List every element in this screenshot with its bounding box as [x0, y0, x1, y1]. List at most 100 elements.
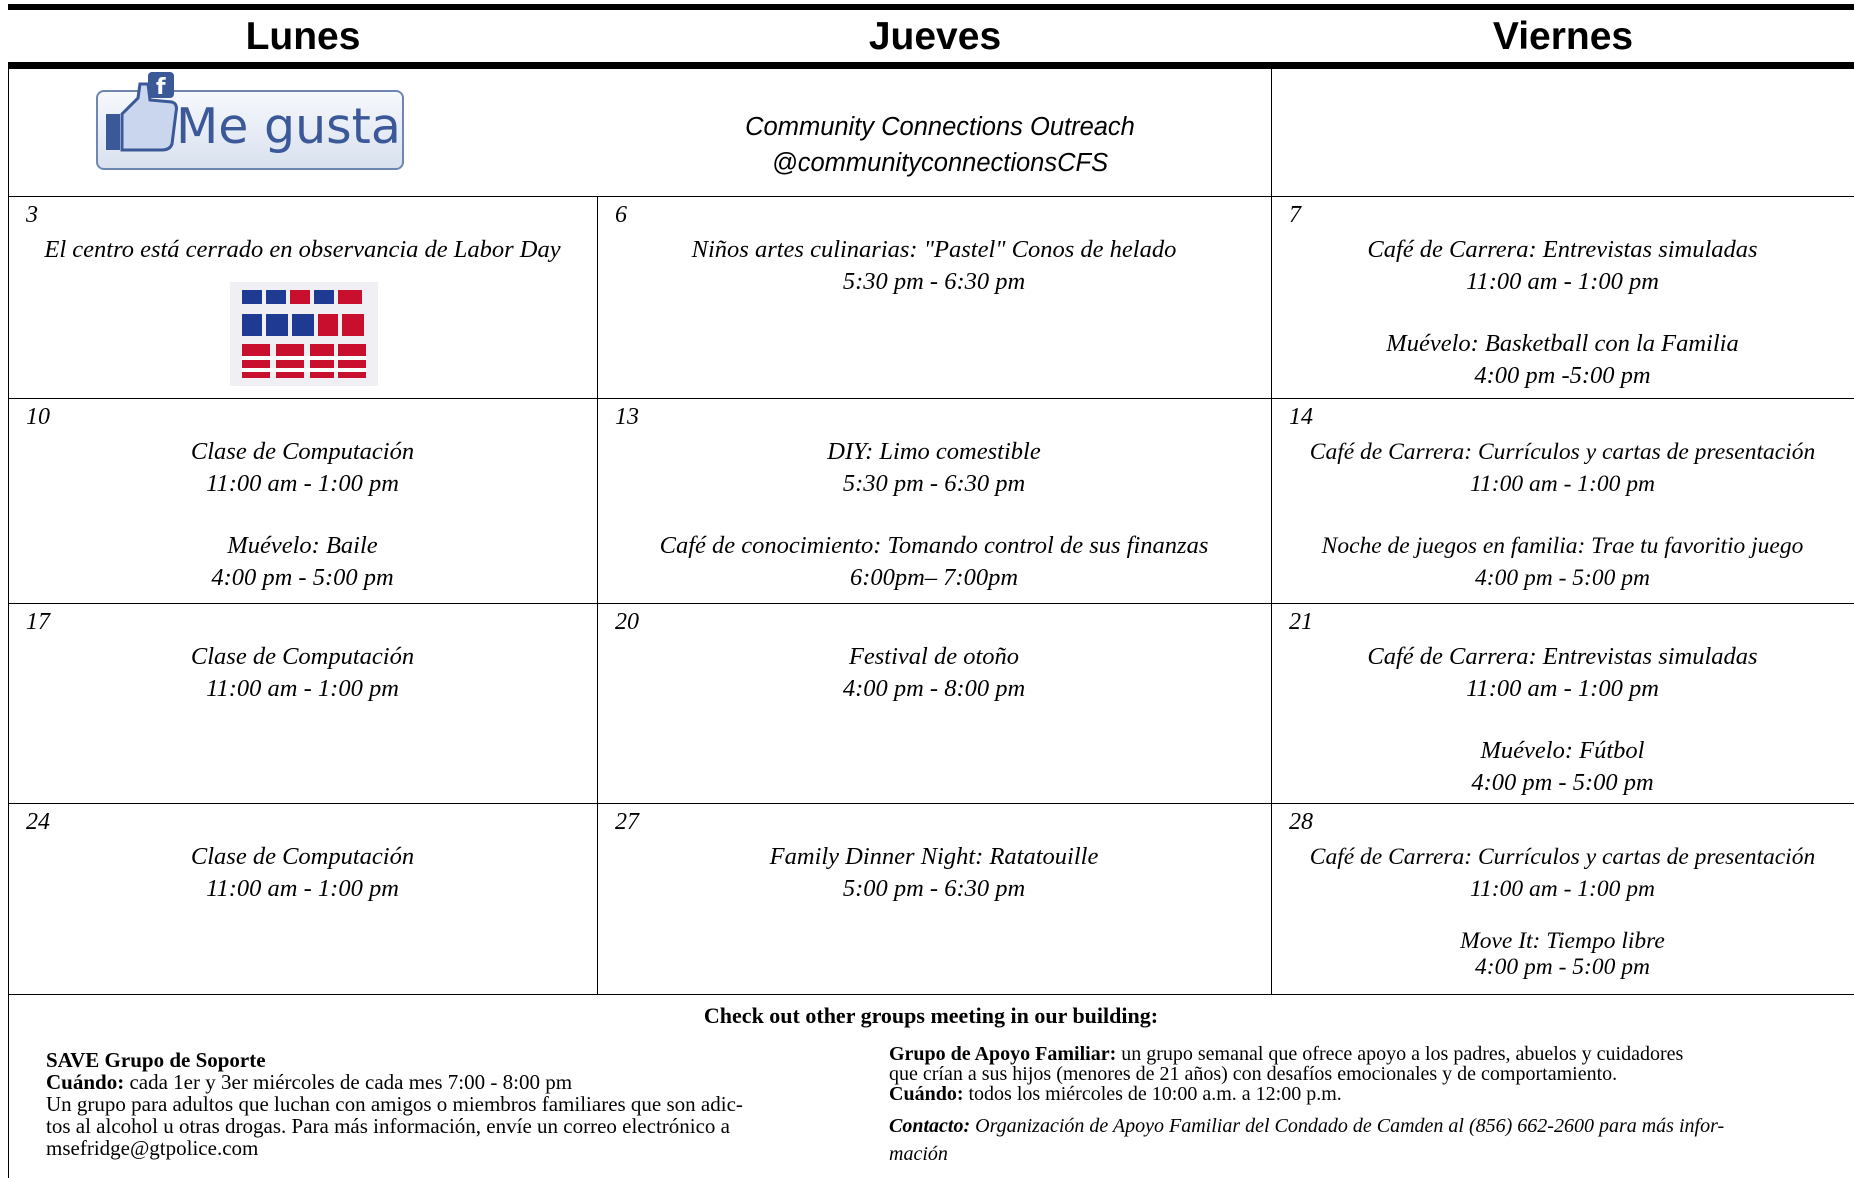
event-title: Muévelo: Baile [227, 532, 378, 559]
day-number: 7 [1289, 202, 1301, 228]
day-number: 24 [26, 809, 50, 835]
event-time: 11:00 am - 1:00 pm [1466, 268, 1659, 295]
event-title: Café de Carrera: Currículos y cartas de … [1309, 844, 1816, 870]
day-cell-6: 6 Niños artes culinarias: "Pastel" Conos… [597, 196, 1271, 398]
event-time: 11:00 am - 1:00 pm [1470, 876, 1655, 902]
flag-text-graphic [242, 290, 366, 378]
event-time: 4:00 pm - 5:00 pm [1471, 769, 1654, 796]
save-group-when: Cuándo: cada 1er y 3er miércoles de cada… [46, 1070, 573, 1094]
event-title: Festival de otoño [848, 643, 1020, 670]
event-list: Niños artes culinarias: "Pastel" Conos d… [597, 234, 1271, 298]
day-number: 6 [615, 202, 627, 228]
top-rule [8, 4, 1854, 10]
grid-divider-1 [597, 196, 598, 994]
day-cell-17: 17 Clase de Computación 11:00 am - 1:00 … [8, 603, 597, 803]
event-time: 4:00 pm -5:00 pm [1474, 362, 1651, 389]
day-cell-7: 7 Café de Carrera: Entrevistas simuladas… [1271, 196, 1854, 398]
day-cell-10: 10 Clase de Computación 11:00 am - 1:00 … [8, 398, 597, 603]
day-cell-3: 3 El centro está cerrado en observancia … [8, 196, 597, 398]
event-title: Clase de Computación [190, 643, 415, 670]
event-time: 5:00 pm - 6:30 pm [842, 875, 1026, 902]
event-title: Clase de Computación [190, 843, 415, 870]
facebook-like-button[interactable]: f Me gusta [96, 72, 404, 170]
column-header-lunes: Lunes [245, 15, 361, 58]
event-gap [597, 500, 1271, 530]
event-gap [1271, 705, 1854, 735]
event-time: 6:00pm– 7:00pm [849, 564, 1019, 591]
grid-left-border [8, 68, 9, 1178]
column-header-viernes: Viernes [1492, 15, 1634, 58]
like-label: Me gusta [176, 98, 401, 155]
event-gap [1271, 298, 1854, 328]
family-support-info: Grupo de Apoyo Familiar: un grupo semana… [889, 1044, 1849, 1167]
day-cell-20: 20 Festival de otoño 4:00 pm - 8:00 pm [597, 603, 1271, 803]
event-list: Clase de Computación 11:00 am - 1:00 pm [8, 641, 597, 705]
thumbs-up-icon: f [106, 72, 178, 152]
family-support-desc: que crían a sus hijos (menores de 21 año… [889, 1063, 1618, 1085]
day-cell-27: 27 Family Dinner Night: Ratatouille 5:00… [597, 803, 1271, 994]
event-time: 11:00 am - 1:00 pm [206, 675, 399, 702]
day-number: 20 [615, 609, 639, 635]
event-title: El centro está cerrado en observancia de… [44, 236, 561, 263]
event-gap [1271, 905, 1854, 928]
header-rule [8, 62, 1854, 69]
save-group-desc-1: Un grupo para adultos que luchan con ami… [46, 1092, 743, 1116]
event-time: 5:30 pm - 6:30 pm [842, 268, 1026, 295]
happy-labor-day-image [230, 282, 378, 386]
event-title: Niños artes culinarias: "Pastel" Conos d… [691, 236, 1177, 263]
event-list: El centro está cerrado en observancia de… [8, 234, 597, 266]
event-list: DIY: Limo comestible 5:30 pm - 6:30 pm C… [597, 436, 1271, 594]
day-cell-14: 14 Café de Carrera: Currículos y cartas … [1271, 398, 1854, 603]
save-group-email: msefridge@gtpolice.com [46, 1136, 259, 1160]
event-list: Café de Carrera: Currículos y cartas de … [1271, 436, 1854, 594]
event-title: Café de Carrera: Currículos y cartas de … [1309, 439, 1816, 465]
family-support-heading: Grupo de Apoyo Familiar: un grupo semana… [889, 1043, 1684, 1065]
day-cell-28: 28 Café de Carrera: Currículos y cartas … [1271, 803, 1854, 994]
event-time: 4:00 pm - 5:00 pm [1475, 565, 1650, 591]
event-list: Café de Carrera: Entrevistas simuladas 1… [1271, 641, 1854, 799]
day-number: 10 [26, 404, 50, 430]
event-list: Clase de Computación 11:00 am - 1:00 pm … [8, 436, 597, 594]
family-support-when: Cuándo: todos los miércoles de 10:00 a.m… [889, 1083, 1342, 1105]
grid-row-line [8, 994, 1854, 995]
day-number: 17 [26, 609, 50, 635]
event-time: 11:00 am - 1:00 pm [206, 470, 399, 497]
event-title: Noche de juegos en familia: Trae tu favo… [1321, 533, 1804, 559]
event-time: 4:00 pm - 5:00 pm [211, 564, 394, 591]
event-title: Muévelo: Basketball con la Familia [1386, 330, 1739, 357]
event-title: Family Dinner Night: Ratatouille [769, 843, 1099, 870]
event-title: Café de Carrera: Entrevistas simuladas [1367, 236, 1758, 263]
event-title: Move It: Tiempo libre [1460, 928, 1665, 954]
event-list: Café de Carrera: Currículos y cartas de … [1271, 841, 1854, 980]
family-support-contact: Contacto: Organización de Apoyo Familiar… [889, 1115, 1725, 1137]
column-header-jueves: Jueves [868, 15, 1002, 58]
day-number: 28 [1289, 809, 1313, 835]
event-list: Clase de Computación 11:00 am - 1:00 pm [8, 841, 597, 905]
event-list: Festival de otoño 4:00 pm - 8:00 pm [597, 641, 1271, 705]
event-list: Family Dinner Night: Ratatouille 5:00 pm… [597, 841, 1271, 905]
org-name: Community Connections Outreach [745, 113, 1135, 141]
event-title: Café de Carrera: Entrevistas simuladas [1367, 643, 1758, 670]
event-gap [1271, 500, 1854, 530]
footer-title: Check out other groups meeting in our bu… [703, 1003, 1159, 1028]
grid-row-line [8, 603, 1854, 604]
save-group-heading: SAVE Grupo de Soporte [46, 1048, 266, 1072]
grid-row-line [8, 398, 1854, 399]
grid-divider-2 [1271, 68, 1272, 994]
day-cell-24: 24 Clase de Computación 11:00 am - 1:00 … [8, 803, 597, 994]
day-cell-13: 13 DIY: Limo comestible 5:30 pm - 6:30 p… [597, 398, 1271, 603]
svg-text:f: f [156, 75, 166, 100]
event-time: 4:00 pm - 8:00 pm [842, 675, 1026, 702]
event-time: 11:00 am - 1:00 pm [1466, 675, 1659, 702]
event-title: Clase de Computación [190, 438, 415, 465]
grid-row-line [8, 803, 1854, 804]
event-list: Café de Carrera: Entrevistas simuladas 1… [1271, 234, 1854, 392]
day-number: 21 [1289, 609, 1313, 635]
event-time: 11:00 am - 1:00 pm [206, 875, 399, 902]
grid-row-line [8, 196, 1854, 197]
org-handle: @communityconnectionsCFS [771, 149, 1109, 177]
event-gap [8, 500, 597, 530]
day-number: 13 [615, 404, 639, 430]
save-group-desc-2: tos al alcohol u otras drogas. Para más … [46, 1114, 731, 1138]
event-time: 11:00 am - 1:00 pm [1470, 471, 1655, 497]
